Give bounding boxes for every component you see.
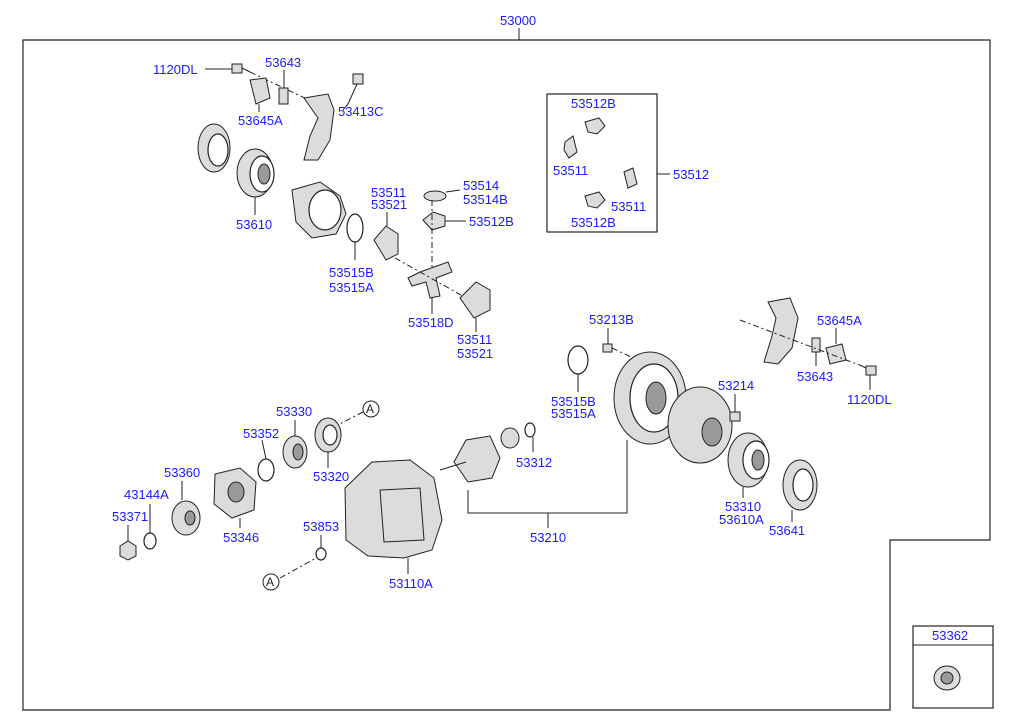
- ref-marker-bottom: A: [262, 573, 280, 591]
- nut-right-part: [729, 411, 741, 422]
- cross-shaft-part: [407, 261, 453, 299]
- oring-label[interactable]: 43144A: [124, 487, 169, 502]
- sub-box-gears: [563, 117, 638, 209]
- plate-right-part: [825, 343, 847, 365]
- bearing-cap-top-part: [303, 93, 335, 161]
- shim-right-label-a[interactable]: 53515B: [551, 394, 596, 409]
- bolt-top-left-part: [231, 63, 251, 74]
- bolt-ring-part: [602, 343, 613, 353]
- bracket-right-label[interactable]: 53643: [797, 369, 833, 384]
- main-assembly-label[interactable]: 53000: [500, 13, 536, 28]
- bearing-left-part: [236, 148, 275, 198]
- plate-top-left-label[interactable]: 53645A: [238, 113, 283, 128]
- inset-label[interactable]: 53362: [932, 628, 968, 643]
- bearing-outer-label-b[interactable]: 53352: [243, 426, 279, 441]
- sub-box-right-label[interactable]: 53511: [611, 199, 646, 214]
- bearing-right-label-b[interactable]: 53610A: [719, 512, 764, 527]
- washer-top-label-a[interactable]: 53514: [463, 178, 499, 193]
- bearing-outer-part: [282, 435, 308, 469]
- bearing-cap-right-part: [763, 297, 799, 365]
- pinion-spacer-part: [500, 422, 536, 449]
- bracket-top-left-part: [278, 87, 289, 105]
- differential-case-part: [291, 181, 347, 239]
- bearing-inner-label[interactable]: 53320: [313, 469, 349, 484]
- svg-text:A: A: [366, 402, 374, 416]
- bolt-top-left-label[interactable]: 1120DL: [153, 62, 198, 77]
- drive-pinion-part: [439, 435, 501, 483]
- bearing-right-label-a[interactable]: 53310: [725, 499, 761, 514]
- flange-part: [213, 467, 257, 519]
- gear-upper-label-b[interactable]: 53521: [371, 197, 407, 212]
- carrier-label[interactable]: 53110A: [389, 576, 433, 591]
- bearing-right-part: [727, 432, 770, 488]
- shim-left-label-b[interactable]: 53515A: [329, 280, 374, 295]
- nut-flange-label[interactable]: 53371: [112, 509, 148, 524]
- gear-lower-label-a[interactable]: 53511: [457, 332, 492, 347]
- bearing-left-label[interactable]: 53610: [236, 217, 272, 232]
- diff-carrier-part: [667, 386, 733, 464]
- pinion-spacer-label[interactable]: 53312: [516, 455, 552, 470]
- plate-top-left-part: [249, 77, 271, 105]
- ref-marker-top: A: [362, 400, 380, 418]
- plug-label[interactable]: 53853: [303, 519, 339, 534]
- sub-box-top-label[interactable]: 53512B: [571, 96, 616, 111]
- adjuster-right-part: [782, 459, 818, 511]
- nut-flange-part: [119, 540, 137, 561]
- plate-right-label[interactable]: 53645A: [817, 313, 862, 328]
- plug-part: [315, 547, 327, 561]
- washer-top-label-b[interactable]: 53514B: [463, 192, 508, 207]
- gear-upper-label-a[interactable]: 53511: [371, 185, 406, 200]
- shim-left-part: [346, 213, 364, 243]
- sub-box-left-label[interactable]: 53511: [553, 163, 588, 178]
- bearing-spacer-part: [257, 458, 275, 482]
- cross-shaft-label[interactable]: 53518D: [408, 315, 454, 330]
- svg-text:A: A: [266, 575, 274, 589]
- side-gear-group-label[interactable]: 53512: [673, 167, 709, 182]
- bolt-right-part: [861, 365, 877, 376]
- shim-right-label-b[interactable]: 53515A: [551, 406, 596, 421]
- cap-seal-part: [933, 665, 961, 691]
- assembly-frame: [22, 39, 991, 711]
- gear-upper-part: [373, 225, 399, 261]
- shim-left-label-a[interactable]: 53515B: [329, 265, 374, 280]
- bearing-inner-part: [314, 417, 342, 453]
- washer-top-part: [423, 190, 447, 202]
- oring-small-part: [143, 532, 157, 550]
- bolt-top-mid-label[interactable]: 53413C: [338, 104, 384, 119]
- bearing-outer-label-a[interactable]: 53330: [276, 404, 312, 419]
- bolt-top-mid-part: [347, 73, 364, 105]
- pinion-top-label[interactable]: 53512B: [469, 214, 514, 229]
- seal-flange-label[interactable]: 53346: [223, 530, 259, 545]
- bracket-top-left-label[interactable]: 53643: [265, 55, 301, 70]
- adjuster-right-label[interactable]: 53641: [769, 523, 805, 538]
- inset-frame: [912, 625, 994, 709]
- oring-part: [171, 500, 201, 536]
- seal-top-left-part: [197, 123, 231, 173]
- shim-right-part: [567, 345, 589, 375]
- gear-lower-label-b[interactable]: 53521: [457, 346, 493, 361]
- bolt-ring-label[interactable]: 53213B: [589, 312, 634, 327]
- side-gear-group-frame: [546, 93, 658, 233]
- carrier-housing-part: [344, 459, 443, 559]
- pinion-top-part: [422, 211, 446, 231]
- sub-box-bottom-label[interactable]: 53512B: [571, 215, 616, 230]
- flange-label[interactable]: 53360: [164, 465, 200, 480]
- bolt-right-label[interactable]: 1120DL: [847, 392, 892, 407]
- nut-right-label[interactable]: 53214: [718, 378, 754, 393]
- gear-set-label[interactable]: 53210: [530, 530, 566, 545]
- gear-lower-part: [459, 281, 491, 319]
